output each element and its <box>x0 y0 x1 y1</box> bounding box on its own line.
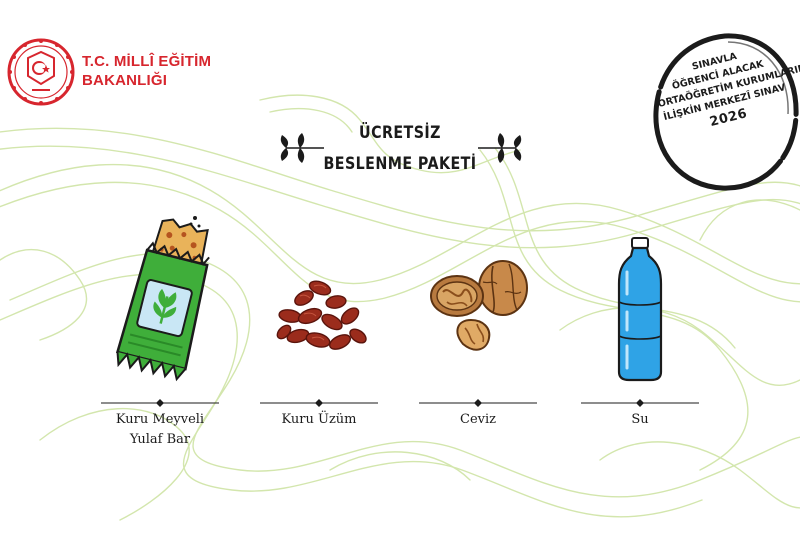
title-line1: ÜCRETSİZ <box>359 123 441 143</box>
item-divider <box>419 399 537 407</box>
leaf-ornament-left-icon <box>280 133 324 163</box>
leaf-ornament-right-icon <box>478 133 522 163</box>
walnut-icon <box>430 260 528 351</box>
ministry-name: T.C. MİLLÎ EĞİTİM BAKANLIĞI <box>82 52 211 90</box>
ministry-logo-icon <box>7 38 75 106</box>
oat-bar-icon <box>115 216 210 382</box>
item-label: Kuru Meyveli Yulaf Bar <box>95 410 225 450</box>
item-label-line1: Su <box>631 412 649 427</box>
page-title: ÜCRETSİZ BESLENME PAKETİ <box>316 118 484 180</box>
item-divider <box>581 399 699 407</box>
item-label: Su <box>575 410 705 430</box>
ministry-name-line1: T.C. MİLLÎ EĞİTİM <box>82 53 212 70</box>
item-label-line1: Kuru Üzüm <box>281 412 357 427</box>
item-label: Ceviz <box>413 410 543 430</box>
item-divider <box>101 399 219 407</box>
raisins-icon <box>276 280 367 350</box>
item-label-line1: Ceviz <box>460 412 496 427</box>
water-bottle-icon <box>617 237 663 382</box>
ministry-name-line2: BAKANLIĞI <box>82 72 168 89</box>
title-line2: BESLENME PAKETİ <box>323 154 477 174</box>
item-label: Kuru Üzüm <box>254 410 384 430</box>
item-divider <box>260 399 378 407</box>
item-label-line1: Kuru Meyveli <box>115 412 205 427</box>
exam-stamp-icon <box>653 33 799 191</box>
item-label-line2: Yulaf Bar <box>129 432 191 447</box>
